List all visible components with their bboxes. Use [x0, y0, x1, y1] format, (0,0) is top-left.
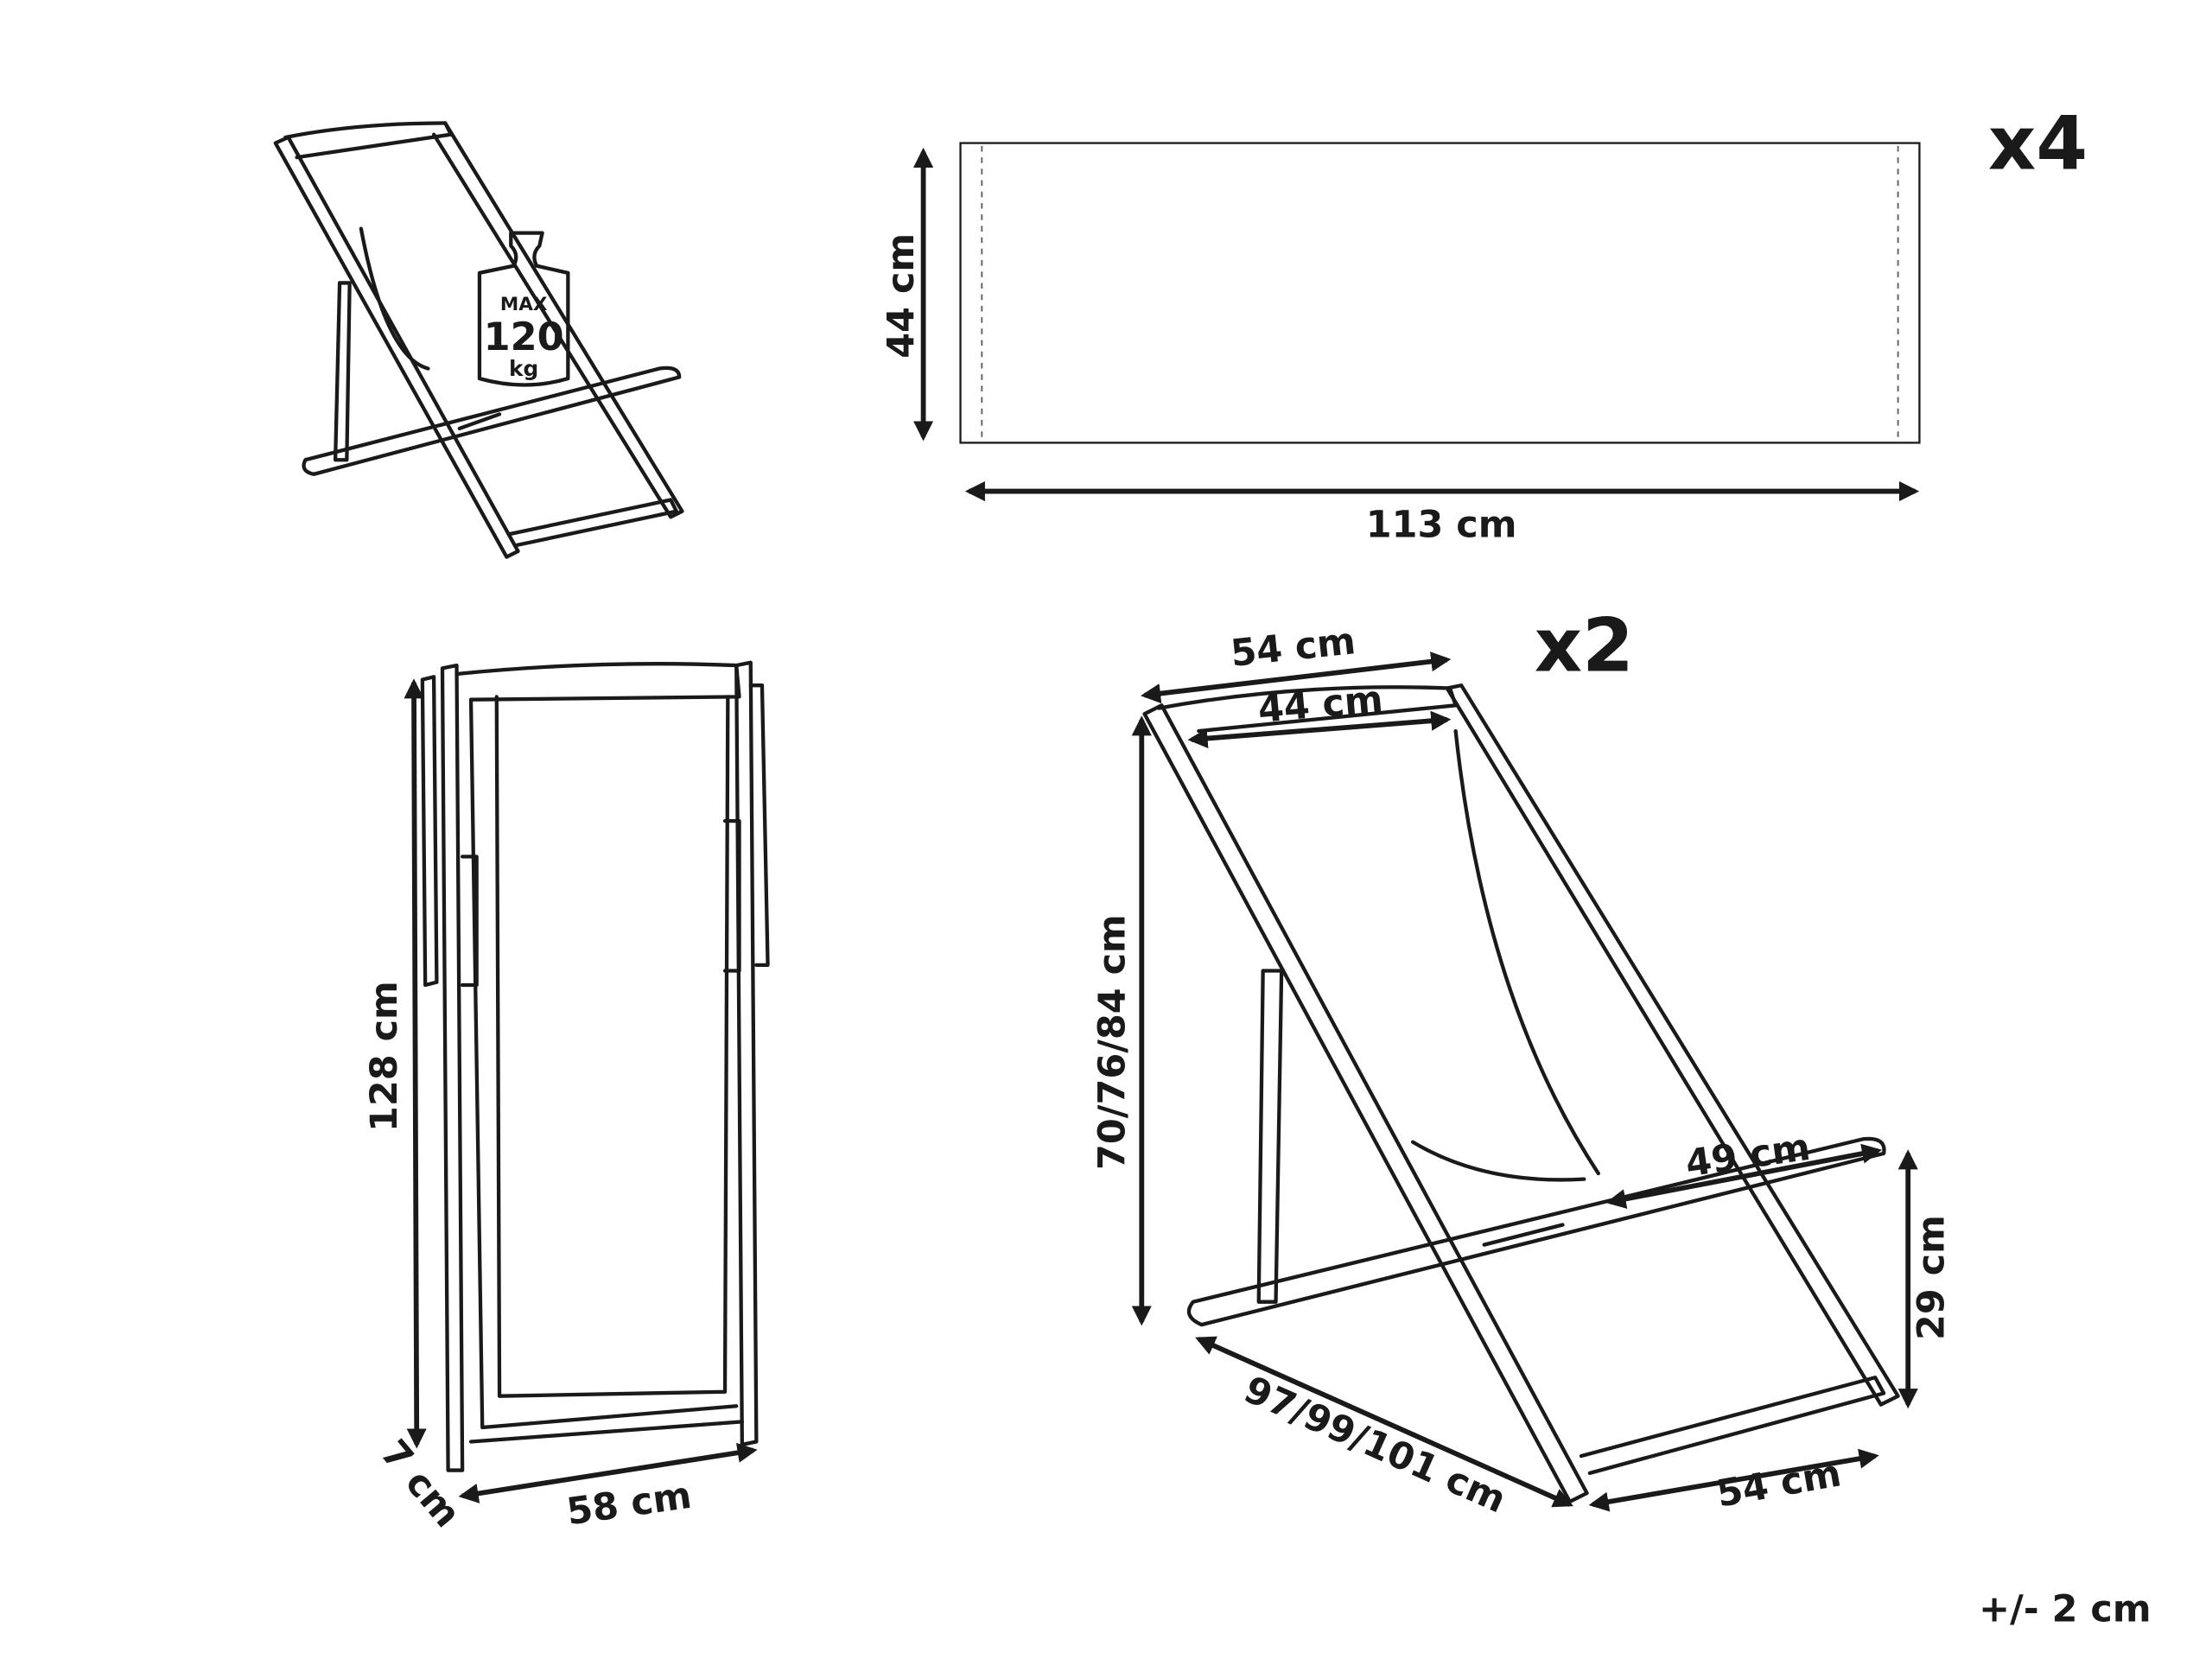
- folded-width-arrow: [458, 1442, 758, 1503]
- inner-width-arrow: [1187, 710, 1452, 749]
- fabric-height-label: 44 cm: [880, 233, 923, 359]
- base-width-label: 54 cm: [1713, 1452, 1844, 1516]
- outer-width-arrow: [1141, 652, 1452, 704]
- weight-value-label: 120: [484, 315, 564, 359]
- folded-height-arrow: [404, 678, 427, 1449]
- fabric-width-label: 113 cm: [1366, 503, 1517, 546]
- fabric-quantity-label: x4: [1988, 100, 2088, 187]
- weight-max-label: MAX: [500, 294, 548, 315]
- open-chair-illustration: 54 cm 44 cm x2 70/76/84 cm 49 cm 29 cm 9…: [1090, 603, 1953, 1522]
- folded-chair-illustration: 128 cm 7 cm 58 cm: [363, 660, 770, 1535]
- folded-width-label: 58 cm: [564, 1474, 694, 1535]
- chair-weight-illustration: MAX 120 kg: [273, 121, 684, 559]
- weight-unit-label: kg: [509, 356, 538, 381]
- outer-width-label: 54 cm: [1229, 620, 1357, 676]
- folded-height-label: 128 cm: [363, 981, 406, 1132]
- folded-depth-label: 7 cm: [372, 1432, 468, 1535]
- armrest-arrow: [1605, 1143, 1883, 1209]
- fabric-panel-illustration: 44 cm 113 cm x4: [880, 100, 2088, 546]
- open-height-label: 70/76/84 cm: [1090, 914, 1134, 1170]
- depth-arrow: [1195, 1336, 1573, 1508]
- depth-label: 97/99/101 cm: [1237, 1368, 1512, 1522]
- seat-height-label: 29 cm: [1910, 1215, 1953, 1340]
- base-width-arrow: [1588, 1448, 1879, 1512]
- max-weight-icon: MAX 120 kg: [477, 231, 570, 387]
- fabric-panel: [959, 142, 1921, 444]
- open-chair-quantity-label: x2: [1535, 603, 1634, 690]
- tolerance-label: +/- 2 cm: [1979, 1588, 2151, 1631]
